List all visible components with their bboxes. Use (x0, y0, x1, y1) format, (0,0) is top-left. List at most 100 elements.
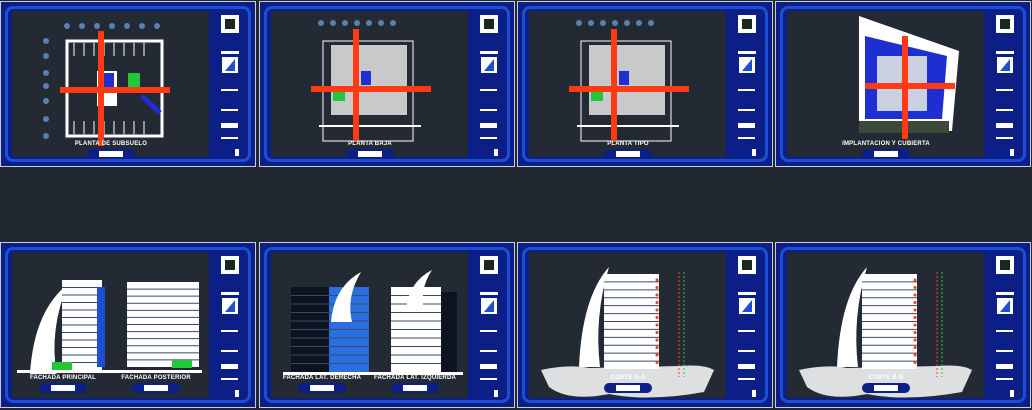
drawing-area (529, 11, 726, 157)
title-block-graphics (480, 256, 498, 397)
grid-bubble (576, 20, 582, 26)
grid-bubble (139, 23, 145, 29)
title-block-line (480, 364, 497, 369)
scale-bar (87, 149, 135, 159)
terrain-hatch (799, 365, 972, 398)
grid-bubble (648, 20, 654, 26)
logo-icon-inner (742, 19, 752, 29)
drawing-area (787, 252, 984, 398)
axis-horizontal (311, 86, 431, 92)
title-block-line (221, 89, 238, 91)
seal-mark (225, 300, 235, 312)
ground-line (283, 372, 463, 375)
stair (104, 73, 114, 87)
drawing-sheet[interactable]: PLANTA DE SUBSUELO (0, 1, 256, 167)
drawing-sheet[interactable]: CORTE B-B (775, 242, 1031, 408)
drawing-sheet[interactable]: IMPLANTACION Y CUBIERTA (775, 1, 1031, 167)
drawing-sheet[interactable]: PLANTA TIPO (517, 1, 773, 167)
title-block (215, 11, 245, 157)
section-marker (913, 301, 917, 304)
section-marker (655, 353, 659, 357)
ramp (140, 94, 162, 115)
title-block-line (738, 89, 755, 91)
drawing-title: FACHADA LAT. DERECHA (282, 375, 362, 381)
title-block (474, 252, 504, 398)
sheet-number-box (494, 390, 498, 397)
title-block-line (480, 123, 497, 128)
grid-bubble (43, 83, 49, 89)
seal-mark (1000, 300, 1010, 312)
title-block-line (480, 109, 497, 111)
logo-icon-inner (225, 19, 235, 29)
title-block-line (480, 89, 497, 91)
title-block-line (221, 137, 238, 139)
section-marker (913, 353, 917, 357)
seal-mark (742, 300, 752, 312)
drawing (17, 280, 202, 374)
scale-bar (298, 383, 346, 393)
grid-bubble (79, 23, 85, 29)
grid-bubble (342, 20, 348, 26)
grid-bubble (124, 23, 130, 29)
sail-facade (837, 267, 867, 367)
title-block-graphics (996, 256, 1014, 397)
axis-horizontal (865, 83, 955, 89)
title-block-line (480, 350, 497, 352)
scale-bar-fill (310, 385, 334, 391)
logo-icon-inner (484, 260, 494, 270)
green-room (591, 91, 603, 101)
drawing (569, 20, 689, 142)
logo-icon-inner (1000, 19, 1010, 29)
scale-bar (604, 149, 652, 159)
title-block-line (221, 330, 238, 332)
grid-bubble (612, 20, 618, 26)
title-block-line (221, 378, 238, 380)
axis-vertical (353, 29, 359, 141)
scale-bar-fill (403, 385, 427, 391)
sheet-number-box (235, 149, 239, 156)
scale-bar (862, 149, 910, 159)
section-marker (913, 308, 917, 312)
title-block-line (738, 109, 755, 111)
section-marker (913, 286, 917, 289)
section-marker (913, 316, 917, 319)
scale-bar (346, 149, 394, 159)
drawing-area (787, 11, 984, 157)
title-block-graphics (221, 256, 239, 397)
logo-icon-inner (742, 260, 752, 270)
title-block-line (996, 378, 1013, 380)
seal-mark (225, 59, 235, 71)
drawing-sheet[interactable]: PLANTA BAJA (259, 1, 515, 167)
drawing-area (12, 252, 209, 398)
title-block (215, 252, 245, 398)
title-block (990, 252, 1020, 398)
title-block (990, 11, 1020, 157)
green-room (128, 73, 140, 87)
drawing-sheet[interactable]: CORTE A-A (517, 242, 773, 408)
title-block-graphics (221, 15, 239, 156)
side-wall (441, 292, 457, 372)
stamp-top (738, 292, 756, 295)
landscape (172, 360, 192, 368)
grid-bubble (588, 20, 594, 26)
title-block-line (480, 137, 497, 139)
drawing-area (12, 11, 209, 157)
scale-bar-fill (99, 151, 123, 157)
drawing (859, 16, 959, 139)
scale-bar (39, 383, 87, 393)
seal-mark (1000, 59, 1010, 71)
landscape (52, 362, 72, 370)
section-marker (655, 293, 659, 297)
drawing-title: FACHADA PRINCIPAL (29, 375, 97, 381)
drawing (283, 270, 463, 375)
drawing-title: PLANTA BAJA (348, 141, 392, 147)
scale-bar-fill (51, 385, 75, 391)
section-marker (655, 301, 659, 304)
section-marker (913, 323, 917, 327)
title-block-line (738, 350, 755, 352)
scale-bar-fill (358, 151, 382, 157)
grid-bubble (600, 20, 606, 26)
title-block-graphics (738, 256, 756, 397)
